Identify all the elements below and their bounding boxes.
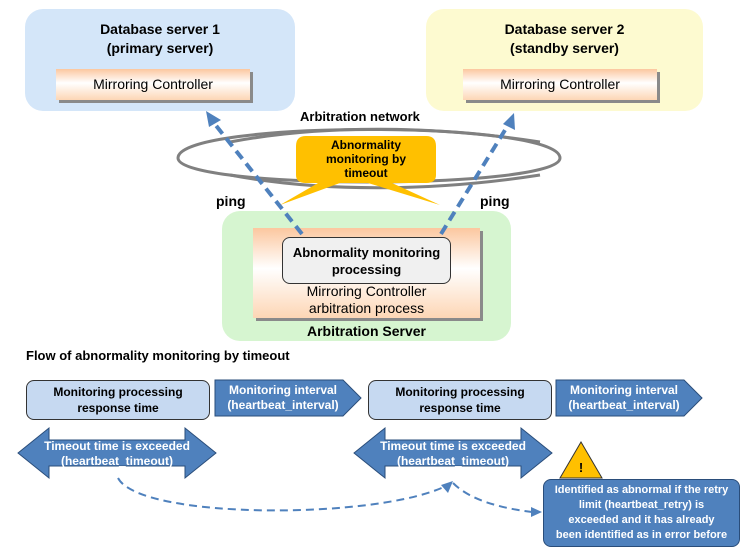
response-time-2-line1: Monitoring processing — [395, 385, 525, 399]
database-server-2-title: Database server 2 (standby server) — [426, 20, 703, 58]
timeout-1-line1: Timeout time is exceeded — [44, 439, 190, 453]
interval-label-2: Monitoring interval (heartbeat_interval) — [556, 383, 692, 413]
database-server-1-title-line1: Database server 1 — [100, 21, 220, 37]
timeout-callout-text: Abnormality monitoring by timeout — [296, 138, 436, 180]
database-server-2-title-line1: Database server 2 — [504, 21, 625, 37]
mirroring-controller-db1: Mirroring Controller — [56, 69, 250, 100]
timeout-label-2: Timeout time is exceeded (heartbeat_time… — [354, 439, 552, 469]
timeout-label-1: Timeout time is exceeded (heartbeat_time… — [18, 439, 216, 469]
arbitration-server-title: Arbitration Server — [306, 323, 427, 339]
timeout-arrow-2 — [353, 426, 553, 480]
interval-1-line2: (heartbeat_interval) — [227, 398, 339, 412]
timeout-2-line2: (heartbeat_timeout) — [396, 454, 509, 468]
response-time-1-line2: response time — [77, 401, 159, 415]
retry-connector-1 — [117, 477, 449, 512]
retry-connector-1-head — [441, 481, 453, 493]
arbitration-network-label: Arbitration network — [300, 109, 420, 124]
ping-label-left: ping — [216, 193, 246, 209]
callout-line3: timeout — [344, 166, 388, 180]
database-server-1-title-line2: (primary server) — [106, 40, 214, 56]
retry-connector-2 — [452, 482, 533, 513]
retry-connector-2-head — [531, 507, 542, 517]
ping-arrow-right — [439, 120, 512, 236]
timeout-arrow-1 — [17, 426, 217, 480]
timeout-2-line1: Timeout time is exceeded — [380, 439, 526, 453]
network-line-bottom — [229, 173, 541, 190]
callout-shape — [280, 136, 440, 205]
arbitration-process-line1: Mirroring Controller — [306, 283, 427, 299]
ping-label-right: ping — [480, 193, 510, 209]
interval-1-line1: Monitoring interval — [229, 383, 337, 397]
warning-icon — [559, 441, 603, 479]
database-server-1-title: Database server 1 (primary server) — [25, 20, 295, 58]
timeout-1-line2: (heartbeat_timeout) — [60, 454, 173, 468]
mirroring-controller-db2: Mirroring Controller — [463, 69, 657, 100]
interval-arrow-1 — [214, 379, 362, 417]
network-ellipse-outer — [176, 128, 562, 184]
interval-arrow-2 — [555, 379, 703, 417]
monitoring-processing-line2: processing — [331, 261, 402, 277]
response-time-box-2: Monitoring processing response time — [368, 380, 552, 420]
abnormal-line1: Identified as abnormal if the retry — [554, 484, 729, 496]
ping-arrow-right-head — [503, 113, 515, 130]
response-time-box-1: Monitoring processing response time — [26, 380, 210, 420]
callout-line2: monitoring by — [326, 152, 406, 166]
abnormal-line3: exceeded and it has already — [568, 514, 715, 526]
ping-arrow-left-head — [206, 111, 221, 127]
abnormal-line4: been identified as in error before — [555, 529, 728, 541]
callout-line1: Abnormality — [330, 138, 401, 152]
ping-arrow-left — [208, 116, 304, 236]
mirroring-controller-db1-label: Mirroring Controller — [93, 76, 213, 92]
flow-title: Flow of abnormality monitoring by timeou… — [26, 348, 290, 363]
arbitration-process-line2: arbitration process — [308, 300, 425, 316]
monitoring-processing-line1: Abnormality monitoring — [292, 244, 441, 260]
database-server-2-title-line2: (standby server) — [510, 40, 619, 56]
network-line-top — [229, 127, 541, 144]
interval-2-line2: (heartbeat_interval) — [568, 398, 680, 412]
warning-icon-symbol: ! — [578, 460, 584, 475]
arbitration-network-ring — [176, 127, 562, 190]
response-time-2-line2: response time — [419, 401, 501, 415]
response-time-1-line1: Monitoring processing — [53, 385, 183, 399]
interval-2-line1: Monitoring interval — [570, 383, 678, 397]
interval-label-1: Monitoring interval (heartbeat_interval) — [215, 383, 351, 413]
timeout-callout — [280, 136, 440, 205]
mirroring-controller-db2-label: Mirroring Controller — [500, 76, 620, 92]
abnormality-monitoring-processing-box: Abnormality monitoring processing — [282, 237, 451, 284]
abnormal-identification-box: Identified as abnormal if the retry limi… — [543, 479, 740, 547]
abnormal-line2: limit (heartbeat_retry) is — [578, 499, 705, 511]
